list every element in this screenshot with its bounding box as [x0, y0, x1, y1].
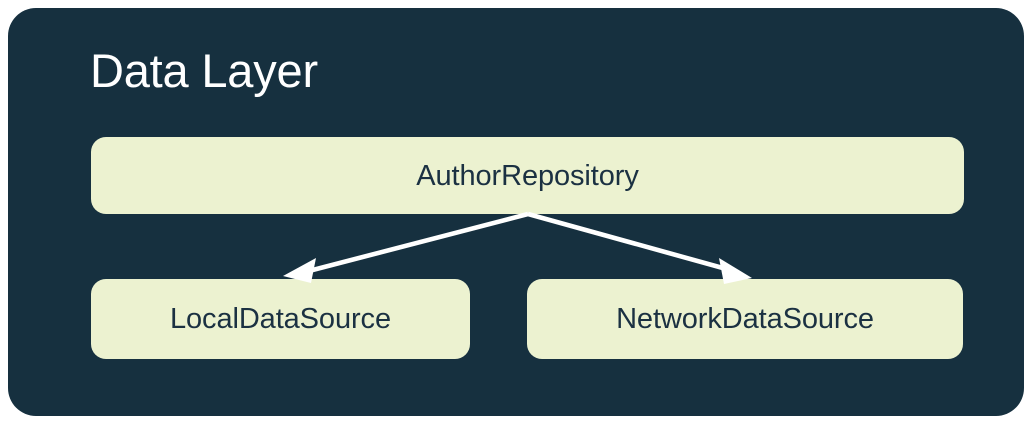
node-local-data-source[interactable]: LocalDataSource	[91, 279, 470, 359]
node-author-repository[interactable]: AuthorRepository	[91, 137, 964, 214]
node-author-repository-label: AuthorRepository	[416, 159, 639, 192]
panel-title: Data Layer	[90, 44, 318, 97]
node-network-data-source[interactable]: NetworkDataSource	[527, 279, 963, 359]
node-network-data-source-label: NetworkDataSource	[616, 303, 874, 335]
node-local-data-source-label: LocalDataSource	[170, 303, 391, 335]
